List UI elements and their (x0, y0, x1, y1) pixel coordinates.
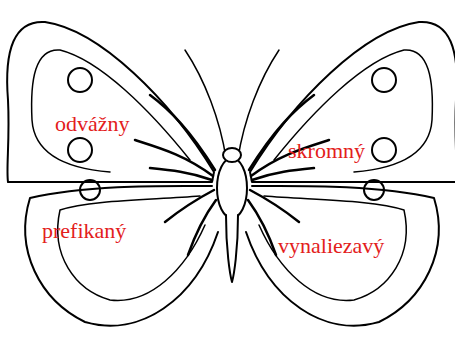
wing-spot (80, 180, 100, 200)
butterfly-body (217, 158, 247, 218)
antenna (185, 50, 226, 158)
wing-veins (135, 95, 216, 255)
trait-word: odvážny (55, 113, 130, 135)
butterfly-head (223, 148, 241, 162)
wing-spot (68, 138, 92, 162)
trait-word: prefikaný (42, 220, 126, 242)
wing-contour (32, 50, 190, 172)
trait-word: vynaliezavý (278, 235, 384, 257)
lower-wing (25, 186, 218, 326)
butterfly-half (7, 22, 226, 326)
upper-wing (7, 22, 214, 182)
wing-contour (58, 196, 205, 300)
wing-spot (68, 68, 92, 92)
trait-word: skromný (288, 140, 365, 162)
butterfly-abdomen (226, 215, 238, 282)
